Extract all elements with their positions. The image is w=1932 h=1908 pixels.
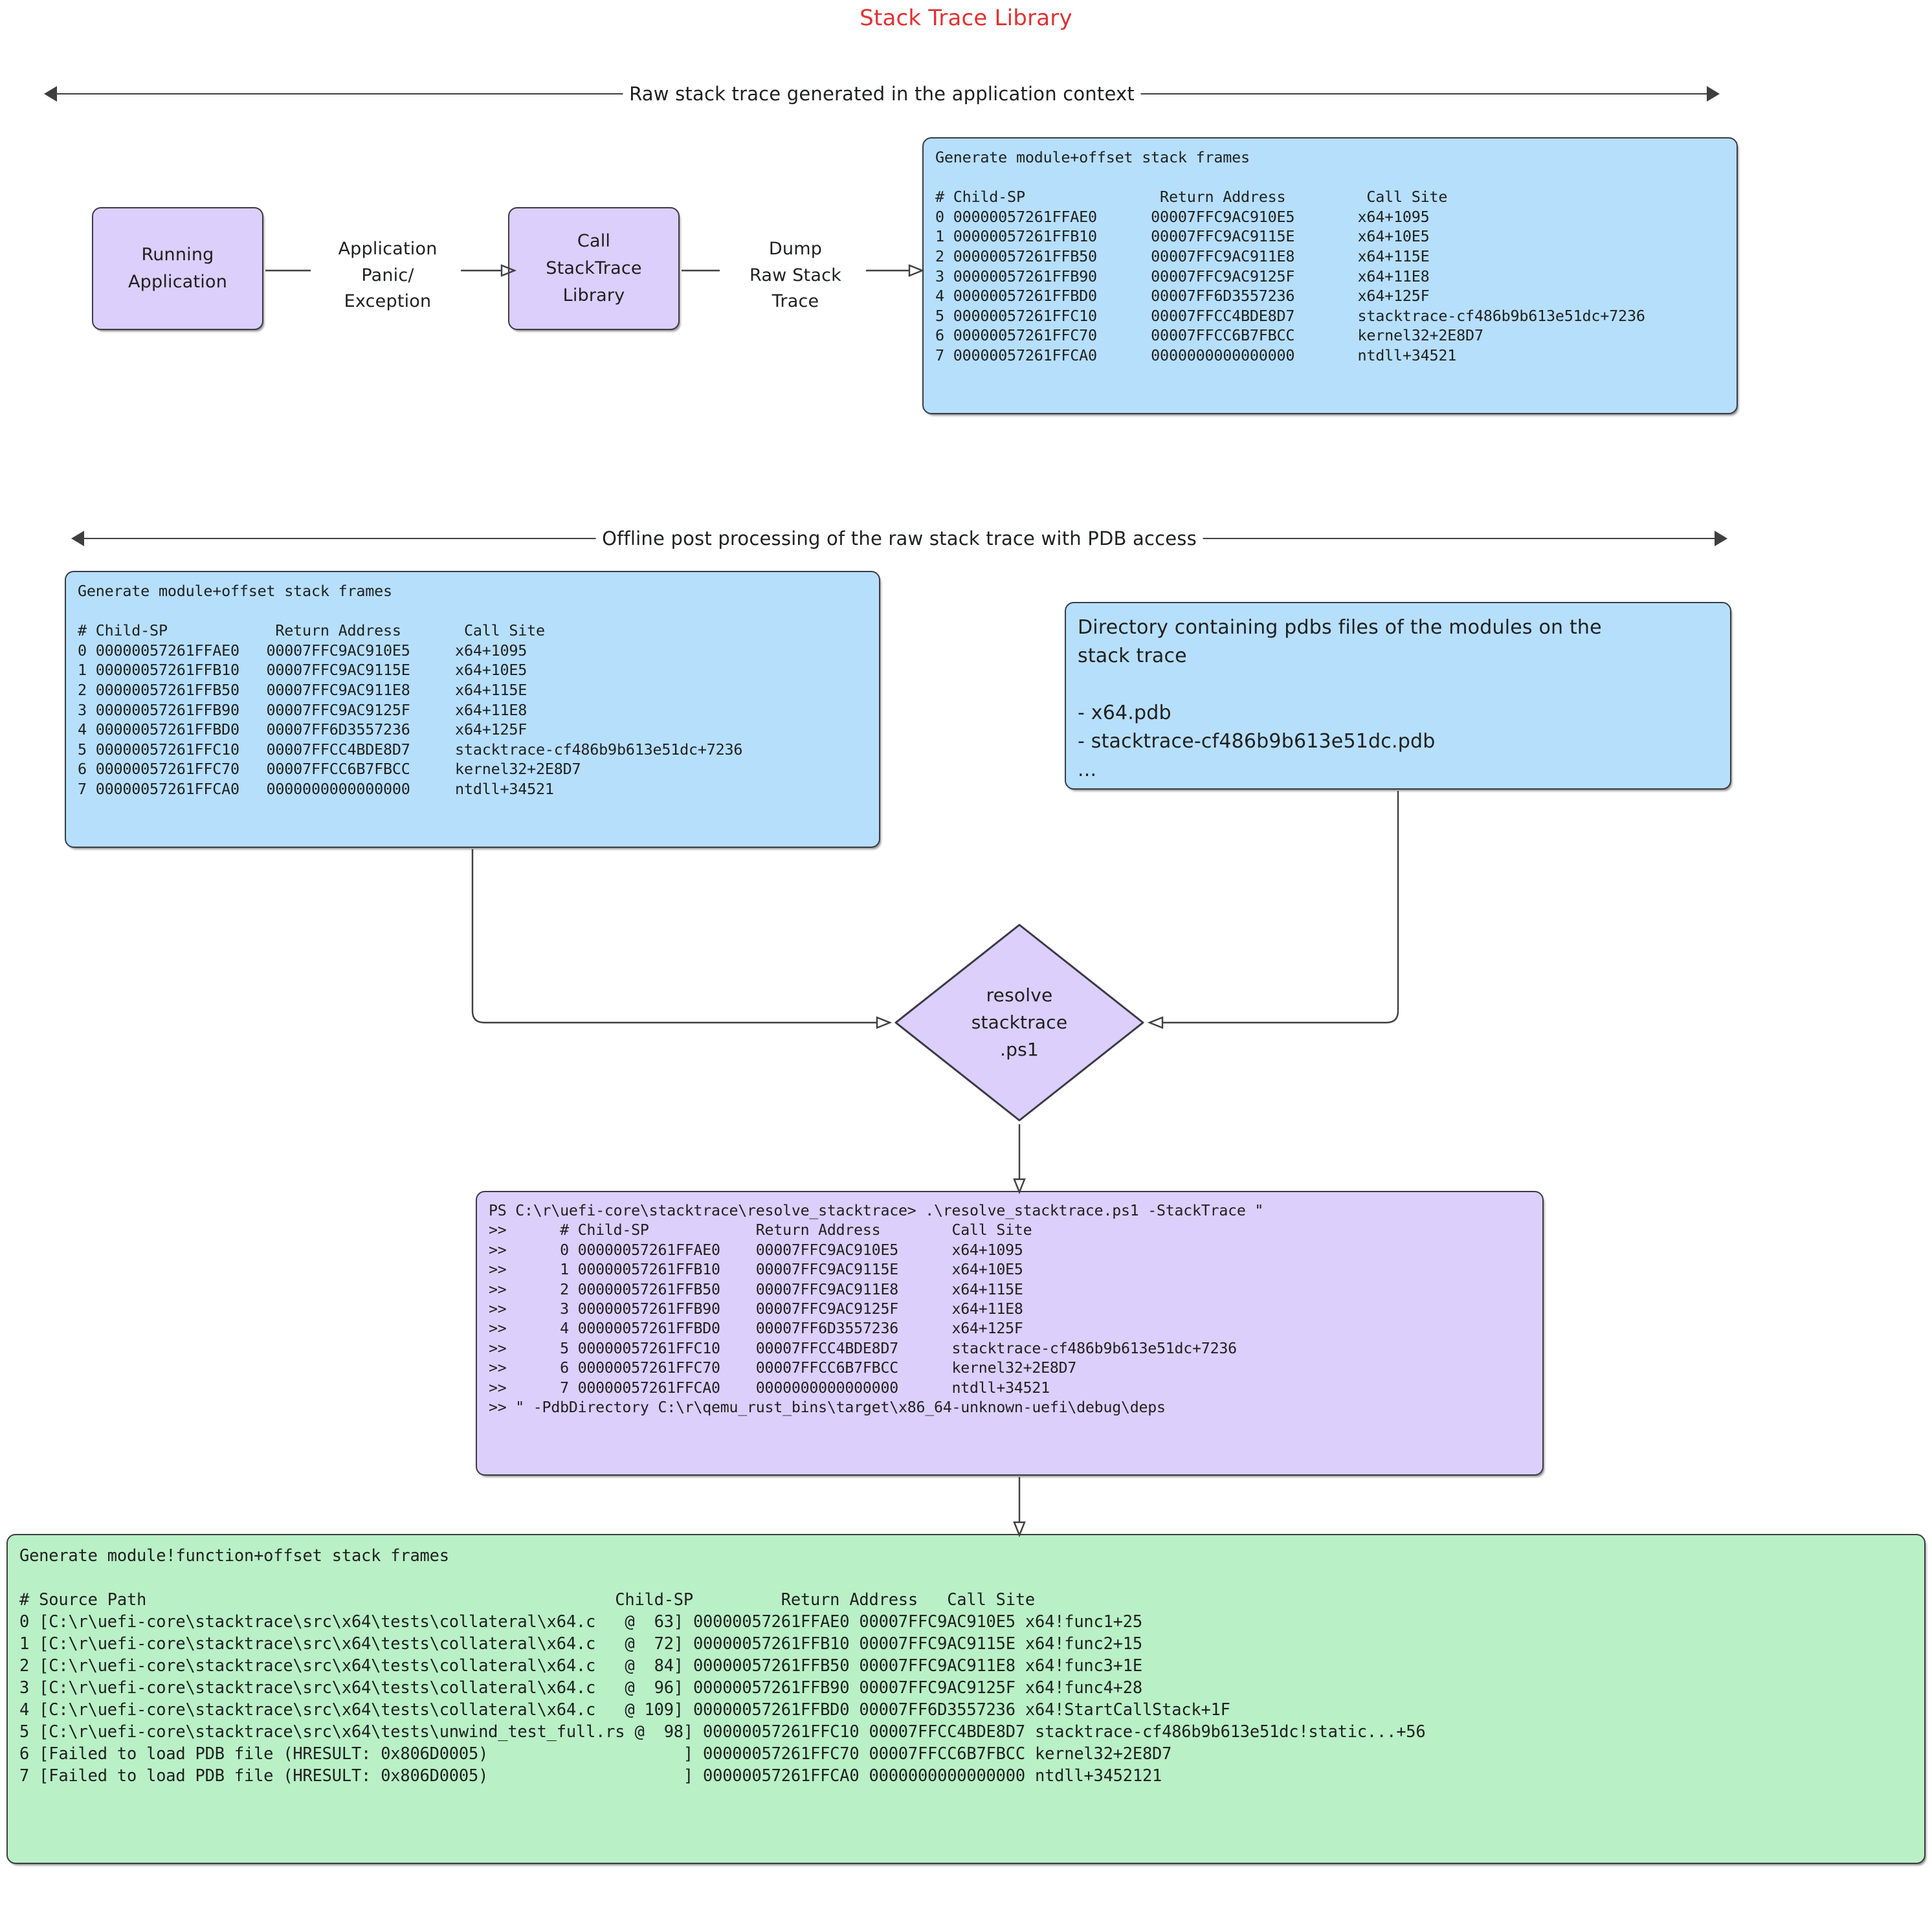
terminal-line: >> 3 00000057261FFB90 00007FFC9AC9125F x… [489,1300,1023,1318]
arrow-left-icon [71,531,84,546]
edge-rawtrace-to-resolve [471,849,877,1024]
pdb-list-item: - x64.pdb [1078,702,1171,724]
table-row: 1 [C:\r\uefi-core\stacktrace\src\x64\tes… [19,1634,1142,1653]
terminal-line: >> 5 00000057261FFC10 00007FFCC4BDE8D7 s… [489,1339,1237,1357]
table-row: 5 [C:\r\uefi-core\stacktrace\src\x64\tes… [19,1722,1426,1741]
band-raw-stack-trace: Raw stack trace generated in the applica… [44,81,1720,107]
terminal-line: PS C:\r\uefi-core\stacktrace\resolve_sta… [489,1202,1264,1219]
pdb-directory-box: Directory containing pdbs files of the m… [1065,602,1731,790]
table-row: 1 00000057261FFB10 00007FFC9AC9115E x64+… [935,227,1430,246]
arrow-head-icon [1147,1016,1164,1029]
spacer-line [19,1566,1918,1588]
table-row: 7 [Failed to load PDB file (HRESULT: 0x8… [19,1766,1162,1785]
terminal-line: >> 2 00000057261FFB50 00007FFC9AC911E8 x… [489,1280,1023,1298]
table-row: 3 00000057261FFB90 00007FFC9AC9125F x64+… [935,267,1430,285]
table-row: 6 [Failed to load PDB file (HRESULT: 0x8… [19,1744,1172,1763]
arrow-head-icon [1013,1178,1026,1195]
raw-trace-box-top: Generate module+offset stack frames # Ch… [922,137,1738,414]
powershell-command-body: PS C:\r\uefi-core\stacktrace\resolve_sta… [489,1201,1536,1417]
raw-trace-columns: # Child-SP Return Address Call Site [78,621,545,640]
terminal-line: >> " -PdbDirectory C:\r\qemu_rust_bins\t… [489,1399,1166,1417]
table-row: 4 00000057261FFBD0 00007FF6D3557236 x64+… [935,287,1430,305]
table-row: 7 00000057261FFCA0 0000000000000000 ntdl… [78,779,554,798]
resolved-heading: Generate module!function+offset stack fr… [19,1546,449,1565]
table-row: 1 00000057261FFB10 00007FFC9AC9115E x64+… [78,661,527,680]
band-offline-caption: Offline post processing of the raw stack… [595,526,1203,551]
table-row: 0 00000057261FFAE0 00007FFC9AC910E5 x64+… [935,207,1430,226]
band-offline-post-processing: Offline post processing of the raw stack… [71,526,1727,551]
arrow-right-icon [1707,86,1720,102]
powershell-command-box: PS C:\r\uefi-core\stacktrace\resolve_sta… [476,1191,1544,1476]
spacer-line [1078,671,1720,699]
table-row: 3 [C:\r\uefi-core\stacktrace\src\x64\tes… [19,1678,1142,1697]
table-row: 6 00000057261FFC70 00007FFCC6B7FBCC kern… [935,326,1483,345]
arrow-right-icon [1715,531,1727,546]
table-row: 2 00000057261FFB50 00007FFC9AC911E8 x64+… [78,680,527,699]
table-row: 4 [C:\r\uefi-core\stacktrace\src\x64\tes… [19,1700,1230,1719]
table-row: 0 00000057261FFAE0 00007FFC9AC910E5 x64+… [78,641,527,660]
raw-trace-box-left: Generate module+offset stack frames # Ch… [65,571,880,848]
raw-trace-heading: Generate module+offset stack frames [935,148,1250,166]
edge-pdbdir-to-resolve [1162,791,1399,1024]
terminal-line: >> 4 00000057261FFBD0 00007FF6D3557236 x… [489,1320,1023,1338]
resolved-stack-frames-box: Generate module!function+offset stack fr… [6,1534,1926,1864]
pdb-dir-line-2: stack trace [1078,645,1187,667]
arrow-head-icon [876,1016,893,1029]
arrow-left-icon [44,86,57,102]
resolved-columns: # Source Path Child-SP Return Address Ca… [19,1590,1035,1609]
raw-trace-columns: # Child-SP Return Address Call Site [935,188,1448,206]
arrow-head-icon [1013,1521,1026,1538]
table-row: 2 00000057261FFB50 00007FFC9AC911E8 x64+… [935,247,1430,265]
table-row: 6 00000057261FFC70 00007FFCC6B7FBCC kern… [78,760,581,779]
raw-trace-heading: Generate module+offset stack frames [78,582,392,600]
page-title: Stack Trace Library [860,5,1072,31]
table-row: 7 00000057261FFCA0 0000000000000000 ntdl… [935,346,1457,364]
table-row: 0 [C:\r\uefi-core\stacktrace\src\x64\tes… [19,1612,1142,1631]
pdb-directory-body: Directory containing pdbs files of the m… [1078,614,1720,784]
table-row: 3 00000057261FFB90 00007FFC9AC9125F x64+… [78,700,527,719]
table-row: 5 00000057261FFC10 00007FFCC4BDE8D7 stac… [935,306,1645,325]
terminal-line: >> 6 00000057261FFC70 00007FFCC6B7FBCC k… [489,1359,1077,1377]
diamond-shape [894,924,1144,1122]
terminal-line: >> 1 00000057261FFB10 00007FFC9AC9115E x… [489,1261,1023,1279]
arrow-head-icon [908,264,925,277]
spacer-line [935,168,1730,188]
band-raw-caption: Raw stack trace generated in the applica… [623,81,1141,107]
terminal-line: >> 0 00000057261FFAE0 00007FFC9AC910E5 x… [489,1241,1023,1259]
table-row: 5 00000057261FFC10 00007FFCC4BDE8D7 stac… [78,740,743,759]
table-row: 2 [C:\r\uefi-core\stacktrace\src\x64\tes… [19,1656,1142,1675]
raw-trace-box-left-body: Generate module+offset stack frames # Ch… [78,581,872,799]
spacer-line [78,601,872,621]
pdb-list-ellipsis: ... [1078,759,1097,781]
table-row: 4 00000057261FFBD0 00007FF6D3557236 x64+… [78,720,527,739]
terminal-line: >> # Child-SP Return Address Call Site [489,1221,1032,1239]
raw-trace-box-top-body: Generate module+offset stack frames # Ch… [935,148,1730,366]
pdb-list-item: - stacktrace-cf486b9b613e51dc.pdb [1078,730,1436,753]
resolved-stack-frames-body: Generate module!function+offset stack fr… [19,1544,1918,1786]
pdb-dir-line-1: Directory containing pdbs files of the m… [1078,616,1602,639]
terminal-line: >> 7 00000057261FFCA0 0000000000000000 n… [489,1379,1050,1397]
